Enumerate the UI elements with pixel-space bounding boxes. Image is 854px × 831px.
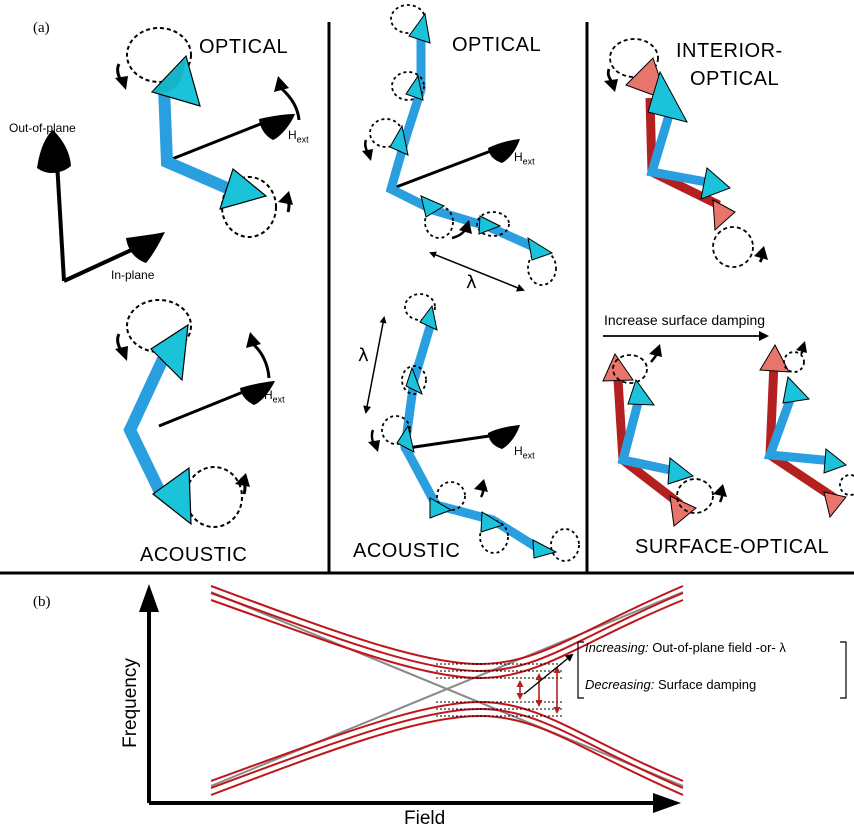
interior-optical-title-line2: OPTICAL (690, 68, 780, 90)
middle-optical-title: OPTICAL (452, 34, 542, 56)
legend-decreasing: Decreasing: Surface damping (585, 677, 757, 692)
left-acoustic-diagram (115, 299, 275, 528)
middle-optical-field-label: Hext (514, 150, 535, 167)
axis-in-plane-label: In-plane (111, 268, 155, 282)
mode-crossing-lines (210, 591, 684, 787)
damping-arrow-label: Increase surface damping (604, 312, 766, 328)
panel-a-tag: (a) (33, 20, 50, 36)
legend-pointer (523, 653, 574, 695)
middle-optical-diagram (362, 4, 557, 292)
middle-acoustic-field-label: Hext (514, 444, 535, 461)
panel-b-tag: (b) (33, 594, 51, 610)
gap-guides (436, 663, 562, 717)
interior-optical-title-line1: INTERIOR- (676, 40, 783, 62)
axes-indicator (37, 130, 165, 283)
anticrossing-curves (210, 585, 684, 796)
left-optical-field-label: Hext (288, 128, 309, 145)
wavelength-label-bottom: λ (358, 345, 369, 366)
panel-dividers (0, 22, 854, 575)
axis-out-of-plane-label: Out-of-plane (9, 121, 76, 135)
interior-optical-diagram (604, 38, 768, 268)
surface-optical-strong-diagram (759, 341, 854, 519)
left-optical-title: OPTICAL (199, 36, 289, 58)
middle-acoustic-title: ACOUSTIC (353, 540, 461, 562)
gap-arrows (516, 666, 561, 714)
left-acoustic-field-label: Hext (264, 388, 285, 405)
dispersion-axes (139, 584, 681, 813)
left-optical-diagram (115, 27, 301, 238)
surface-optical-title: SURFACE-OPTICAL (635, 536, 830, 558)
legend-brackets (577, 641, 847, 699)
wavelength-label-top: λ (466, 272, 477, 293)
middle-acoustic-diagram (363, 293, 580, 562)
field-axis-label: Field (404, 808, 446, 829)
frequency-axis-label: Frequency (119, 658, 141, 748)
left-acoustic-title: ACOUSTIC (140, 544, 248, 566)
legend-increasing: Increasing: Out-of-plane field -or- λ (585, 640, 786, 655)
surface-optical-weak-diagram (602, 344, 727, 527)
